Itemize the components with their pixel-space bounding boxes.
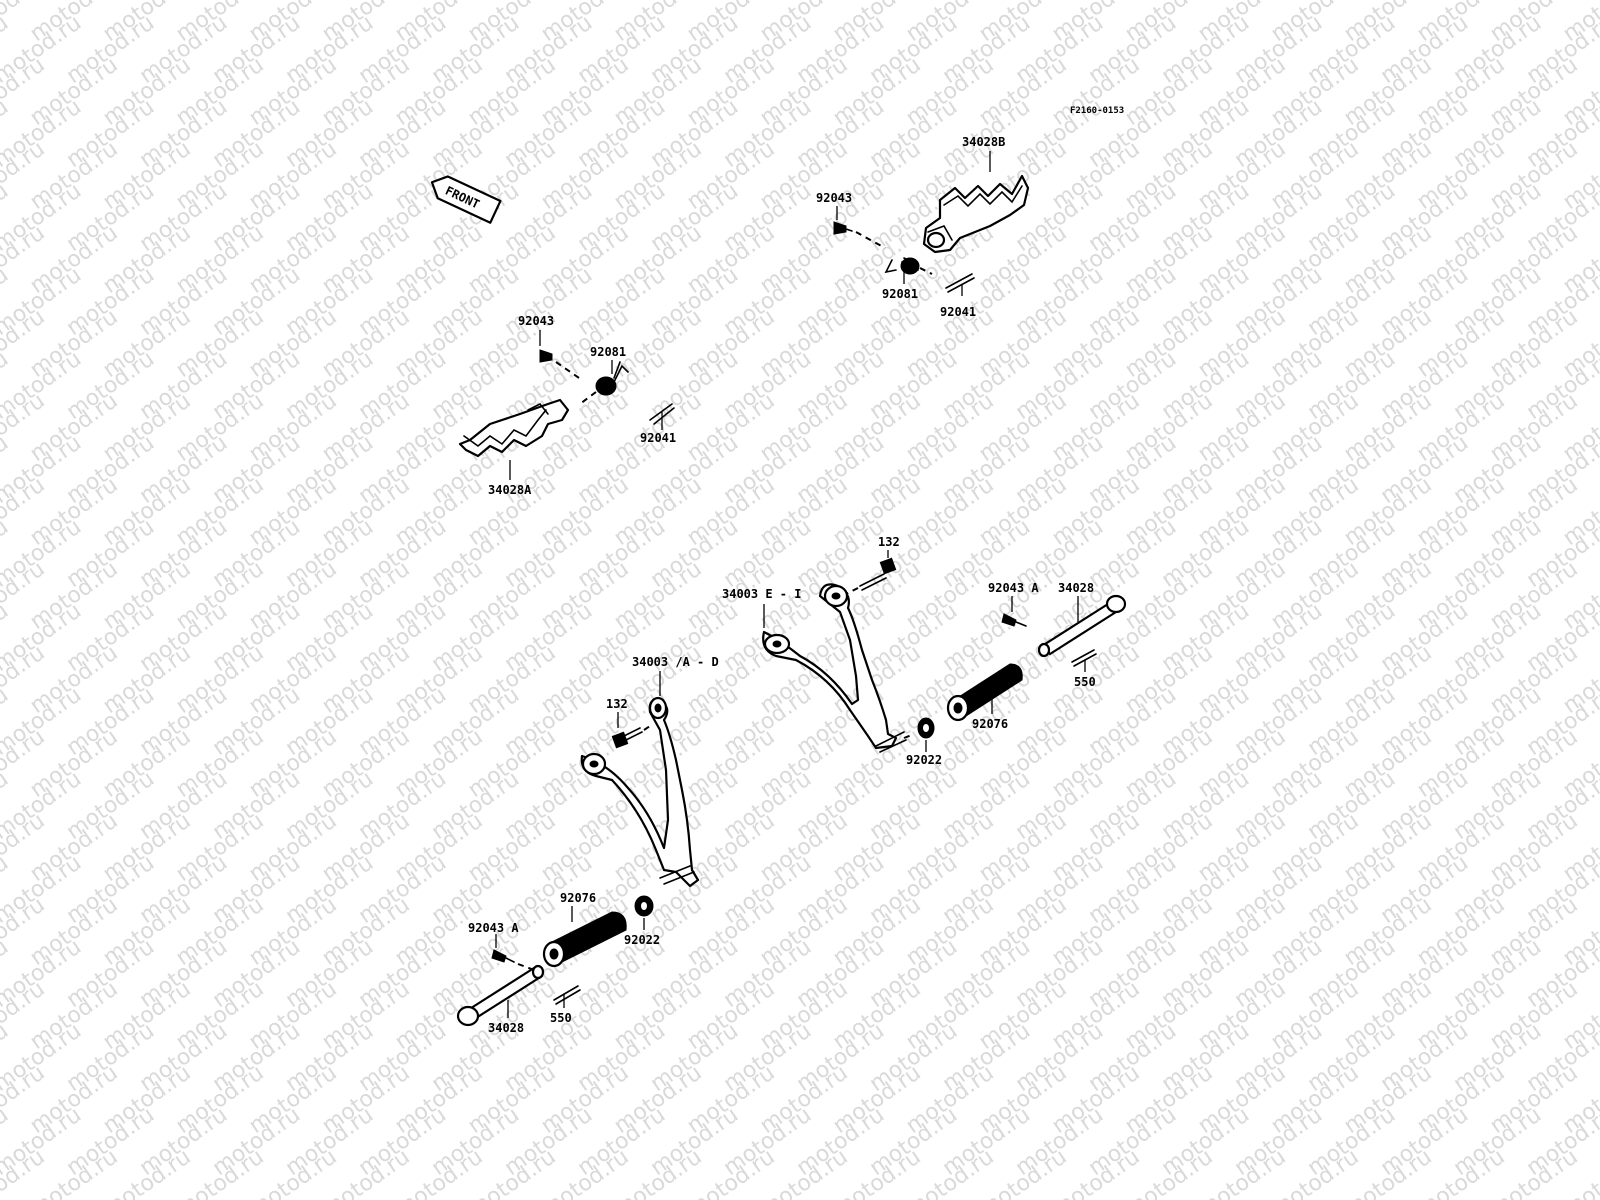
bolt-132-right bbox=[845, 557, 897, 595]
washer-92022-right bbox=[903, 717, 935, 739]
label-132-right: 132 bbox=[878, 535, 900, 549]
label-92041-upper-right: 92041 bbox=[940, 305, 976, 319]
label-34028-right: 34028 bbox=[1058, 581, 1094, 595]
footpeg-34028B bbox=[922, 174, 1030, 254]
label-92043A-right: 92043 A bbox=[988, 581, 1039, 595]
bolt-132-left bbox=[611, 725, 651, 749]
label-92043A-left: 92043 A bbox=[468, 921, 519, 935]
footpeg-34028A bbox=[458, 398, 570, 458]
label-34003A: 34003 /A - D bbox=[632, 655, 719, 669]
drawing-code: F2160-0153 bbox=[1070, 106, 1124, 116]
cotter-92041-upper-right bbox=[945, 273, 975, 293]
label-550-right: 550 bbox=[1074, 675, 1096, 689]
label-92076-right: 92076 bbox=[972, 717, 1008, 731]
bracket-34003A bbox=[580, 696, 700, 888]
pin-92043-upper-left bbox=[539, 349, 583, 381]
spring-92081-upper-left bbox=[579, 361, 629, 405]
cotter-92041-upper-left bbox=[649, 403, 675, 425]
label-132-left: 132 bbox=[606, 697, 628, 711]
rubber-92076-left bbox=[542, 911, 627, 968]
washer-92022-left bbox=[634, 895, 654, 917]
label-34028B: 34028B bbox=[962, 135, 1005, 149]
label-92076-left: 92076 bbox=[560, 891, 596, 905]
cotter-550-right bbox=[1071, 649, 1097, 667]
label-92043-upper-left: 92043 bbox=[518, 314, 554, 328]
bracket-34003E bbox=[762, 583, 907, 753]
label-92081-upper-right: 92081 bbox=[882, 287, 918, 301]
cotter-550-left bbox=[553, 985, 581, 1005]
label-34028-left: 34028 bbox=[488, 1021, 524, 1035]
part-labels: 34028B 92043 92081 92041 92043 92081 920… bbox=[468, 135, 1096, 1035]
label-34028A: 34028A bbox=[488, 483, 532, 497]
pin-92043-upper-right bbox=[833, 221, 886, 249]
pin-92043A-right bbox=[1001, 613, 1027, 627]
label-92043-upper-right: 92043 bbox=[816, 191, 852, 205]
leader-lines bbox=[495, 151, 1086, 1018]
label-92022-left: 92022 bbox=[624, 933, 660, 947]
rubber-92076-right bbox=[946, 663, 1023, 722]
label-550-left: 550 bbox=[550, 1011, 572, 1025]
front-arrow: FRONT bbox=[430, 175, 502, 224]
shaft-34028-left bbox=[456, 964, 545, 1027]
label-92041-upper-left: 92041 bbox=[640, 431, 676, 445]
shaft-34028-right bbox=[1037, 594, 1127, 658]
pin-92043A-left bbox=[491, 949, 535, 971]
label-34003E: 34003 E - I bbox=[722, 587, 801, 601]
spring-92081-upper-right bbox=[884, 257, 933, 275]
label-92081-upper-left: 92081 bbox=[590, 345, 626, 359]
label-92022-right: 92022 bbox=[906, 753, 942, 767]
